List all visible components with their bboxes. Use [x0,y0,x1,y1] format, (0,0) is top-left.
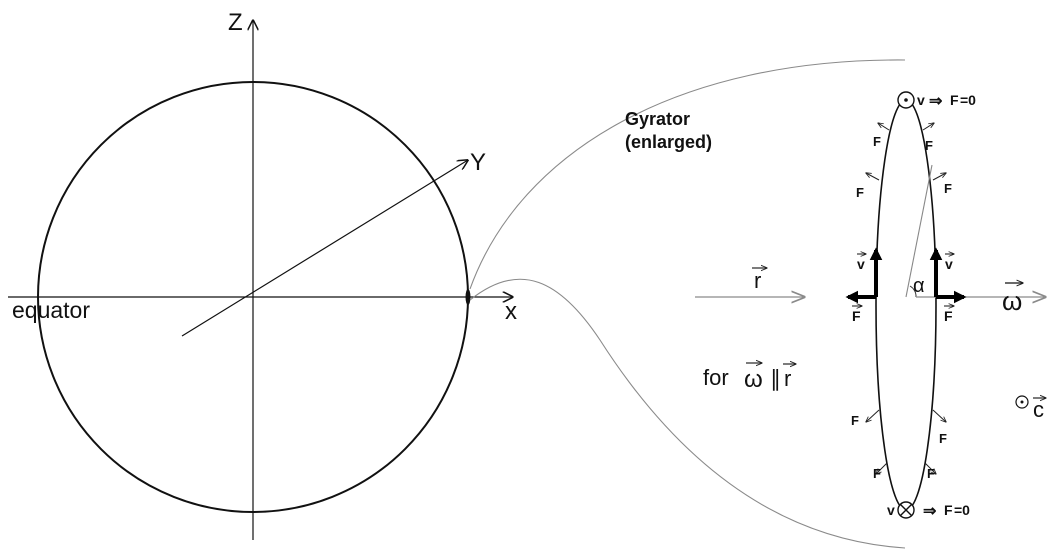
circle-cross-icon [897,501,915,519]
for-parallel: ∥ [770,366,781,391]
top-equals-zero: =0 [960,92,976,108]
y-axis [181,160,468,337]
f-small-upper-right [922,123,934,131]
f-label-2: F [925,138,933,153]
f-small-mid-lower-right [932,409,946,422]
circle-dot-icon [897,91,915,109]
bottom-implies: ⇒ [923,503,936,520]
omega-label: ω [1002,286,1022,316]
f-small-mid-upper-left [866,173,880,181]
zoom-curve-bottom [469,278,906,549]
bottom-f-label: F [944,502,953,518]
f-label-right: F [944,308,953,324]
axis-y-label: Y [470,149,486,176]
axis-z-label: Z [228,9,243,36]
gyrator-marker [465,289,471,305]
f-small-lower-right [924,462,936,474]
f-small-upper-left [878,123,890,131]
gyrator-ellipse [875,99,937,511]
c-label: c [1033,397,1044,422]
for-label: for [703,365,729,390]
equator-label: equator [12,297,90,323]
f-small-mid-lower-left [866,409,880,422]
top-v-label: v [917,92,925,108]
f-label-4: F [944,181,952,196]
alpha-arc [909,285,917,298]
f-small-mid-upper-right [932,173,946,181]
v-label-left: v [857,256,865,272]
gyrator-subtitle: (enlarged) [625,132,712,152]
r-label: r [754,268,761,293]
for-r: r [784,366,791,391]
alpha-radius [905,164,933,298]
f-label-8: F [927,466,935,481]
bottom-v-label: v [887,502,895,518]
top-implies: ⇒ [929,93,942,110]
gyrator-title: Gyrator [625,109,690,129]
f-label-7: F [873,466,881,481]
f-small-lower-left [876,462,888,474]
alpha-label: α [913,275,925,297]
f-label-3: F [856,185,864,200]
v-label-right: v [945,256,953,272]
f-label-6: F [939,431,947,446]
f-label-1: F [873,134,881,149]
axis-x-label: x [505,298,517,325]
for-omega: ω [744,366,763,393]
circle-dot-icon [1015,395,1029,409]
top-f-label: F [950,92,959,108]
bottom-equals-zero: =0 [954,502,970,518]
f-label-left: F [852,308,861,324]
f-label-5: F [851,413,859,428]
zoom-curve-top [469,59,906,290]
